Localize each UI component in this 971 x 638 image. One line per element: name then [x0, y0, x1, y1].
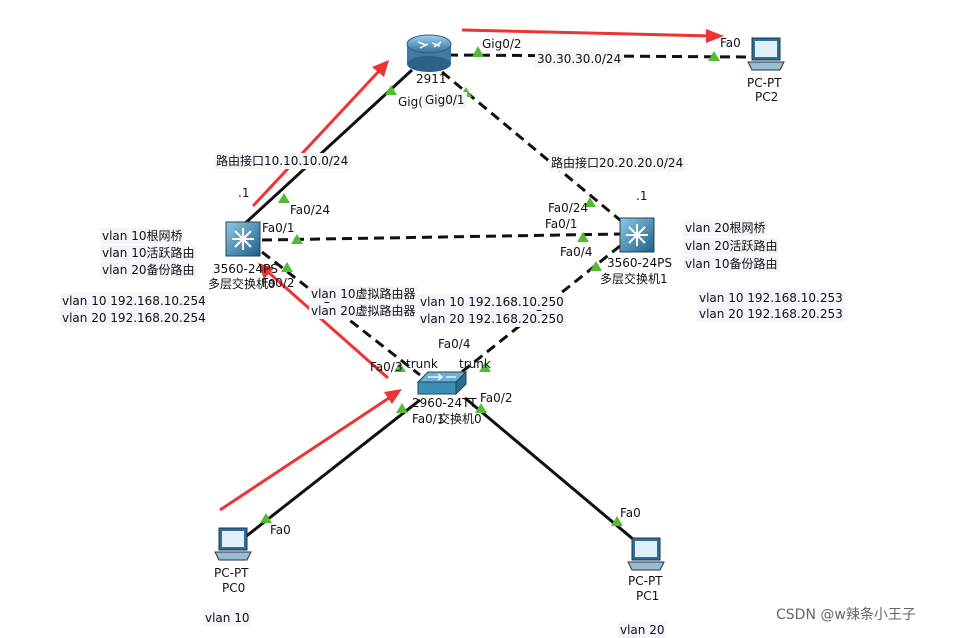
link-switch-pc0[interactable] — [234, 398, 421, 547]
ms1-ip-vlan20: vlan 20 192.168.20.253 — [697, 306, 845, 322]
ms1-port-fa04: Fa0/4 — [560, 245, 593, 259]
port-up-icon — [291, 234, 303, 244]
port-up-icon — [577, 232, 589, 242]
ms1-port-fa024: Fa0/24 — [548, 201, 589, 215]
link-switch-pc1[interactable] — [464, 396, 641, 547]
pc0-vlan: vlan 10 — [203, 610, 252, 626]
port-up-icon — [611, 516, 623, 526]
watermark: CSDN @w辣条小王子 — [776, 607, 916, 623]
pc1-port: Fa0 — [620, 506, 641, 520]
link-label-router-ms0: 路由接口10.10.10.0/24 — [214, 153, 351, 169]
pc2-port: Fa0 — [720, 36, 741, 50]
port-up-icon — [260, 513, 272, 523]
pc0-port: Fa0 — [270, 523, 291, 537]
switch-trunk-left: trunk — [406, 357, 438, 371]
ms1-port-fa01: Fa0/1 — [545, 217, 578, 231]
ms1-role-3: vlan 10备份路由 — [683, 256, 780, 272]
ms0-ip-vlan10: vlan 10 192.168.10.254 — [60, 293, 208, 309]
arrowhead-icon — [372, 60, 389, 77]
router-model: 2911 — [416, 72, 447, 86]
ms0-model: 3560-24PS — [213, 262, 278, 276]
router-port-gig02: Gig0/2 — [482, 37, 522, 51]
virtual-ip-vlan20: vlan 20 192.168.20.250 — [418, 311, 566, 327]
pc2-model: PC-PT — [747, 76, 782, 90]
pc0-model: PC-PT — [214, 566, 249, 580]
virtual-router-vlan10: vlan 10虚拟路由器 — [309, 286, 418, 302]
switch-model: 2960-24TT — [412, 396, 477, 410]
port-up-icon — [281, 262, 293, 272]
link-label-router-pc2: 30.30.30.0/24 — [535, 51, 624, 67]
switch-port-fa02: Fa0/2 — [480, 391, 513, 405]
port-up-icon — [479, 362, 491, 372]
arrowhead-icon — [384, 389, 402, 404]
ms0-role-3: vlan 20备份路由 — [100, 262, 197, 278]
router-port-gig01: Gig0/1 — [423, 92, 467, 108]
ms1-model: 3560-24PS — [607, 256, 672, 270]
arrow-switch-to-ms0 — [267, 270, 389, 380]
router-port-gig-partial: Gig( — [398, 95, 423, 109]
ms0-name: 多层交换机0 — [208, 277, 276, 291]
port-up-icon — [385, 85, 397, 95]
port-up-icon — [278, 193, 290, 203]
arrow-router-to-pc2 — [461, 28, 713, 38]
ms1-role-1: vlan 20根网桥 — [683, 220, 768, 236]
pc-icon[interactable] — [627, 537, 665, 571]
switch-port-fa01: Fa0/1 — [412, 412, 445, 426]
pc-icon[interactable] — [747, 37, 785, 71]
pc0-name: PC0 — [222, 581, 246, 595]
ms0-role-2: vlan 10活跃路由 — [100, 245, 197, 261]
router-icon[interactable] — [406, 34, 452, 72]
link-router-ms1[interactable] — [441, 70, 627, 227]
switch-trunk-right: trunk — [459, 357, 491, 371]
ms1-role-2: vlan 20活跃路由 — [683, 238, 780, 254]
switch-port-fa04: Fa0/4 — [438, 337, 471, 351]
port-up-icon — [472, 46, 484, 57]
ms0-port-fa024: Fa0/24 — [290, 203, 331, 217]
arrowhead-icon — [258, 263, 274, 279]
link-router-ms0[interactable] — [238, 68, 414, 230]
switch-name: 交换机0 — [438, 412, 482, 426]
multilayer-switch-icon[interactable] — [225, 221, 261, 257]
ms0-role-1: vlan 10根网桥 — [100, 228, 185, 244]
arrowhead-icon — [706, 29, 724, 43]
port-up-icon — [475, 403, 487, 413]
traffic-arrows — [219, 28, 724, 512]
pc1-name: PC1 — [636, 589, 660, 603]
ms0-ip-suffix: .1 — [238, 186, 250, 200]
port-up-icon — [590, 261, 602, 271]
virtual-ip-vlan10: vlan 10 192.168.10.250 — [418, 294, 566, 310]
pc1-model: PC-PT — [628, 574, 663, 588]
port-up-icon — [708, 51, 720, 61]
ms0-port-fa02: Fa0/2 — [262, 276, 295, 290]
link-ms0-ms1[interactable] — [261, 232, 623, 242]
ms1-name: 多层交换机1 — [600, 272, 668, 286]
multilayer-switch-icon[interactable] — [619, 217, 655, 253]
link-label-router-ms1: 路由接口20.20.20.0/24 — [549, 155, 686, 171]
port-up-icon — [396, 403, 408, 413]
port-up-icon — [394, 362, 406, 372]
ms0-port-fa01: Fa0/1 — [262, 221, 295, 235]
port-up-icon — [584, 197, 596, 207]
ms1-ip-suffix: .1 — [636, 189, 648, 203]
arrow-ms0-to-router — [251, 68, 382, 208]
pc-icon[interactable] — [214, 527, 252, 561]
virtual-router-vlan20: vlan 20虚拟路由器 — [309, 303, 418, 319]
pc1-vlan: vlan 20 — [618, 622, 667, 638]
arrow-pc0-to-switch — [219, 394, 393, 512]
switch-port-fa03: Fa0/3 — [370, 360, 403, 374]
switch-icon[interactable] — [416, 370, 468, 396]
ms0-ip-vlan20: vlan 20 192.168.20.254 — [60, 310, 208, 326]
pc2-name: PC2 — [755, 90, 779, 104]
ms1-ip-vlan10: vlan 10 192.168.10.253 — [697, 290, 845, 306]
